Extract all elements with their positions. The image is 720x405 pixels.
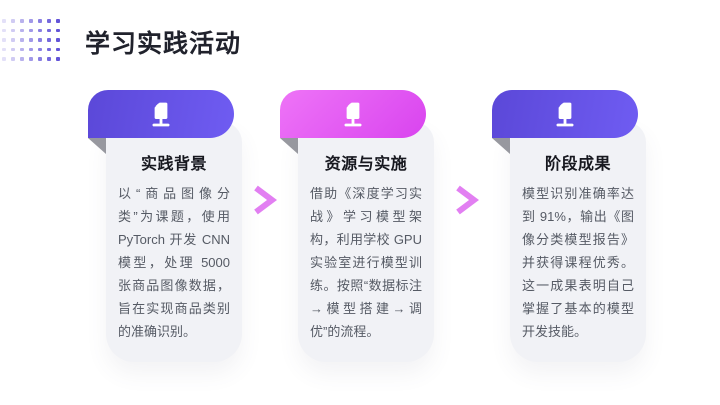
- dot: [47, 57, 51, 61]
- dot: [29, 19, 33, 23]
- dot: [56, 28, 60, 32]
- card-title: 资源与实施: [324, 156, 408, 173]
- ribbon-fold: [88, 138, 106, 154]
- dot: [20, 38, 24, 42]
- dot: [56, 57, 60, 61]
- card-resources-implementation: 资源与实施 借助《深度学习实战》学习模型架构，利用学校 GPU 实验室进行模型训…: [280, 90, 490, 370]
- dot: [11, 28, 15, 32]
- card-practice-background: 实践背景 以“商品图像分类”为课题，使用 PyTorch 开发 CNN 模型，处…: [88, 90, 298, 370]
- ribbon-fold: [280, 138, 298, 154]
- dot: [47, 19, 51, 23]
- dot: [29, 47, 33, 51]
- card-text: 借助《深度学习实战》学习模型架构，利用学校 GPU 实验室进行模型训练。按照“数…: [310, 186, 422, 339]
- chevron-right-icon: [250, 184, 278, 216]
- card-text: 模型识别准确率达到 91%，输出《图像分类模型报告》并获得课程优秀。这一成果表明…: [522, 186, 634, 339]
- dot: [2, 38, 6, 42]
- card-banner: [280, 90, 426, 138]
- dot: [11, 47, 15, 51]
- card-body: [298, 122, 434, 362]
- document-stand-icon: [144, 97, 178, 131]
- card-banner: [88, 90, 234, 138]
- dot: [56, 19, 60, 23]
- card-text: 以“商品图像分类”为课题，使用 PyTorch 开发 CNN 模型，处理 500…: [118, 186, 230, 339]
- chevron-right-icon: [452, 184, 480, 216]
- dot: [38, 38, 42, 42]
- dot: [29, 38, 33, 42]
- document-stand-icon: [336, 97, 370, 131]
- dot: [56, 47, 60, 51]
- dot: [2, 19, 6, 23]
- card-body: [106, 122, 242, 362]
- dot: [2, 28, 6, 32]
- dot: [20, 47, 24, 51]
- dot: [38, 47, 42, 51]
- dot: [29, 57, 33, 61]
- dot: [20, 57, 24, 61]
- dot: [29, 28, 33, 32]
- dot: [2, 57, 6, 61]
- dot: [11, 38, 15, 42]
- card-title: 阶段成果: [544, 156, 611, 173]
- dot: [56, 38, 60, 42]
- dot: [20, 19, 24, 23]
- dot: [38, 57, 42, 61]
- dot-grid-decoration: [2, 19, 66, 67]
- document-stand-icon: [548, 97, 582, 131]
- dot: [2, 47, 6, 51]
- card-banner: [492, 90, 638, 138]
- dot: [11, 57, 15, 61]
- dot: [38, 19, 42, 23]
- card-body: [510, 122, 646, 362]
- dot: [47, 28, 51, 32]
- dot: [38, 28, 42, 32]
- card-title: 实践背景: [140, 156, 207, 173]
- card-stage-results: 阶段成果 模型识别准确率达到 91%，输出《图像分类模型报告》并获得课程优秀。这…: [492, 90, 702, 370]
- dot: [47, 38, 51, 42]
- dot: [20, 28, 24, 32]
- dot: [47, 47, 51, 51]
- ribbon-fold: [492, 138, 510, 154]
- dot: [11, 19, 15, 23]
- page-title: 学习实践活动: [85, 30, 242, 58]
